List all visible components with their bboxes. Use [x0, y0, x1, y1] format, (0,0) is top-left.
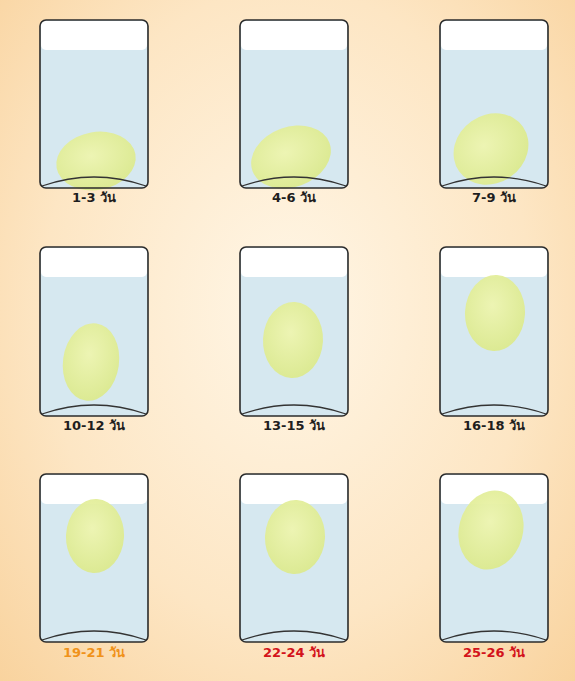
day-label: 22-24 วัน [261, 645, 327, 661]
day-label: 25-26 วัน [461, 645, 527, 661]
glass [440, 20, 548, 199]
day-label: 10-12 วัน [61, 418, 127, 434]
glass [240, 474, 348, 642]
glass [240, 20, 348, 199]
glass [40, 20, 148, 197]
glass [440, 474, 548, 642]
glass [40, 474, 148, 642]
day-label: 1-3 วัน [70, 190, 118, 206]
day-label: 19-21 วัน [61, 645, 127, 661]
glass [40, 247, 148, 416]
day-label: 7-9 วัน [470, 190, 518, 206]
glass [440, 247, 548, 416]
day-label: 4-6 วัน [270, 190, 318, 206]
day-label: 13-15 วัน [261, 418, 327, 434]
glass [240, 247, 348, 416]
day-label: 16-18 วัน [461, 418, 527, 434]
